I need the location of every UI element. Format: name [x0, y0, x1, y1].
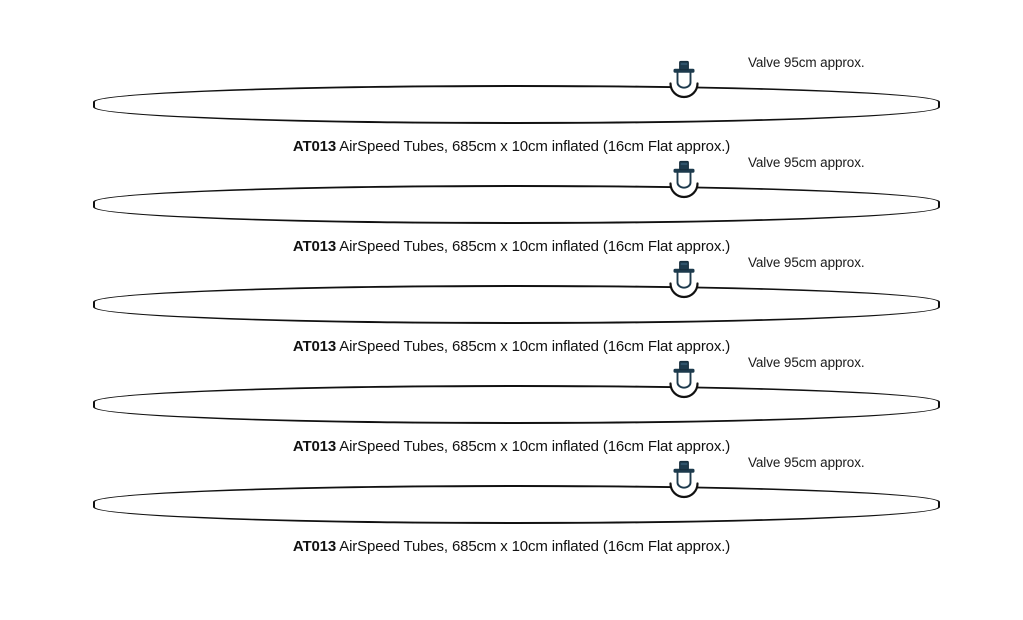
valve-callout-label: Valve 95cm approx.: [748, 255, 865, 270]
caption-product-code: AT013: [292, 438, 337, 455]
tube-row-2: Valve 95cm approx. AT013 AirSpeed Tubes,…: [0, 155, 1023, 285]
inflatable-tube-outline: [93, 185, 940, 224]
tube-row-3: Valve 95cm approx. AT013 AirSpeed Tubes,…: [0, 255, 1023, 385]
caption-description: AirSpeed Tubes, 685cm x 10cm inflated (1…: [336, 338, 731, 355]
caption-description: AirSpeed Tubes, 685cm x 10cm inflated (1…: [336, 138, 731, 155]
tube-caption: AT013 AirSpeed Tubes, 685cm x 10cm infla…: [0, 538, 1023, 555]
air-valve-icon: [662, 459, 706, 509]
caption-product-code: AT013: [292, 238, 337, 255]
valve-callout-label: Valve 95cm approx.: [748, 55, 865, 70]
caption-product-code: AT013: [292, 138, 337, 155]
inflatable-tube-outline: [93, 385, 940, 424]
tube-caption: AT013 AirSpeed Tubes, 685cm x 10cm infla…: [0, 138, 1023, 155]
tube-row-5: Valve 95cm approx. AT013 AirSpeed Tubes,…: [0, 455, 1023, 585]
caption-description: AirSpeed Tubes, 685cm x 10cm inflated (1…: [336, 238, 731, 255]
tube-caption: AT013 AirSpeed Tubes, 685cm x 10cm infla…: [0, 338, 1023, 355]
caption-description: AirSpeed Tubes, 685cm x 10cm inflated (1…: [336, 438, 731, 455]
tube-row-1: Valve 95cm approx. AT013 AirSpeed Tubes,…: [0, 55, 1023, 185]
tube-row-4: Valve 95cm approx. AT013 AirSpeed Tubes,…: [0, 355, 1023, 485]
tube-caption: AT013 AirSpeed Tubes, 685cm x 10cm infla…: [0, 238, 1023, 255]
inflatable-tube-outline: [93, 285, 940, 324]
valve-callout-label: Valve 95cm approx.: [748, 455, 865, 470]
caption-product-code: AT013: [292, 338, 337, 355]
valve-callout-label: Valve 95cm approx.: [748, 355, 865, 370]
air-valve-icon: [662, 159, 706, 209]
caption-description: AirSpeed Tubes, 685cm x 10cm inflated (1…: [336, 538, 731, 555]
inflatable-tube-outline: [93, 85, 940, 124]
air-valve-icon: [662, 59, 706, 109]
air-valve-icon: [662, 359, 706, 409]
tube-caption: AT013 AirSpeed Tubes, 685cm x 10cm infla…: [0, 438, 1023, 455]
valve-callout-label: Valve 95cm approx.: [748, 155, 865, 170]
caption-product-code: AT013: [292, 538, 337, 555]
inflatable-tube-outline: [93, 485, 940, 524]
air-valve-icon: [662, 259, 706, 309]
